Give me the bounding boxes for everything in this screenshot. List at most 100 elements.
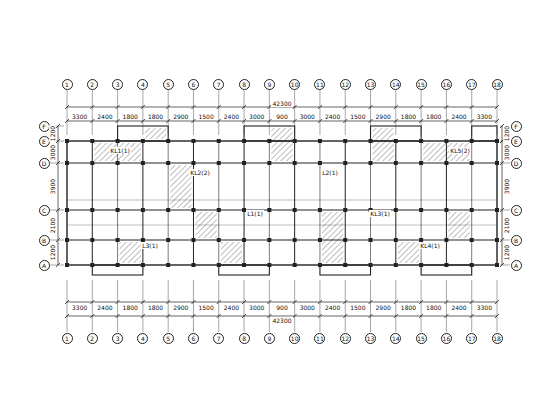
column: [470, 161, 474, 165]
column: [419, 263, 423, 267]
plan-line: [394, 300, 398, 304]
plan-line: [193, 90, 194, 135]
dimension-text: 1800: [425, 113, 442, 120]
plan-line: [142, 90, 143, 135]
axis-number: 1: [65, 81, 69, 88]
axis-bubble: 16: [441, 79, 452, 90]
plan-line: [394, 105, 398, 109]
plan-line: [318, 119, 322, 123]
plan-line: [141, 105, 145, 109]
column: [65, 263, 69, 267]
axis-bubble: 18: [492, 79, 503, 90]
plan-line: [369, 119, 373, 123]
axis-bubble: A: [511, 260, 522, 271]
column: [65, 161, 69, 165]
column: [90, 139, 94, 143]
plan-line: [50, 265, 64, 266]
column: [419, 139, 423, 143]
column: [470, 208, 474, 212]
dimension-text: 3300: [476, 113, 493, 120]
plan-line: [56, 263, 60, 267]
plan-line: [369, 105, 373, 109]
axis-bubble: 14: [390, 333, 401, 344]
column: [90, 208, 94, 212]
axis-bubble: 2: [87, 333, 98, 344]
plan-line: [166, 119, 170, 123]
column: [90, 161, 94, 165]
axis-number: 14: [392, 81, 400, 88]
column: [267, 139, 271, 143]
plan-line: [318, 105, 322, 109]
plan-line: [242, 119, 246, 123]
dimension-text: 1200: [504, 244, 511, 261]
dimension-text: 3900: [50, 178, 57, 195]
axis-number: 10: [291, 335, 299, 342]
dimension-text: 2400: [450, 304, 467, 311]
axis-bubble: D: [511, 158, 522, 169]
plan-line: [495, 119, 499, 123]
axis-number: 17: [468, 81, 476, 88]
plan-line: [369, 300, 373, 304]
column: [141, 208, 145, 212]
axis-bubble: B: [39, 235, 50, 246]
plan-line: [419, 119, 423, 123]
plan-line: [470, 314, 474, 318]
column: [65, 139, 69, 143]
dimension-text: 3000: [248, 304, 265, 311]
plan-line: [471, 280, 472, 332]
plan-line: [446, 280, 447, 332]
plan-line: [67, 163, 497, 164]
column: [470, 139, 474, 143]
plan-line: [242, 105, 246, 109]
axis-bubble: 10: [289, 79, 300, 90]
outer-wall: [67, 141, 497, 265]
column: [141, 161, 145, 165]
column: [242, 139, 246, 143]
plan-line: [67, 90, 68, 135]
plan-line: [191, 105, 195, 109]
axis-bubble: 11: [314, 79, 325, 90]
plan-line: [90, 300, 94, 304]
plan-line: [345, 141, 346, 265]
axis-number: 11: [316, 81, 324, 88]
axis-number: E: [42, 138, 46, 145]
beam-tag: L2(1): [321, 169, 339, 176]
plan-line: [500, 238, 504, 242]
axis-number: 17: [468, 335, 476, 342]
plan-line: [67, 107, 497, 108]
axis-bubble: F: [39, 121, 50, 132]
axis-number: 10: [291, 81, 299, 88]
plan-line: [369, 314, 373, 318]
axis-bubble: 11: [314, 333, 325, 344]
dimension-text: 1800: [400, 113, 417, 120]
plan-line: [370, 141, 371, 265]
axis-number: 16: [443, 81, 451, 88]
plan-line: [500, 263, 504, 267]
dimension-text: 900: [275, 304, 288, 311]
axis-bubble: 3: [112, 333, 123, 344]
plan-line: [218, 141, 219, 265]
column: [141, 263, 145, 267]
plan-line: [117, 141, 118, 265]
dimension-text: 1500: [349, 304, 366, 311]
dimension-text: 2100: [50, 216, 57, 233]
plan-line: [343, 314, 347, 318]
plan-line: [193, 141, 194, 265]
axis-bubble: A: [39, 260, 50, 271]
column: [267, 161, 271, 165]
plan-line: [67, 302, 497, 303]
stair-wall: [472, 126, 497, 141]
axis-bubble: 12: [340, 79, 351, 90]
plan-line: [141, 300, 145, 304]
plan-line: [495, 300, 499, 304]
axis-bubble: 15: [416, 333, 427, 344]
column: [394, 139, 398, 143]
column: [444, 208, 448, 212]
column: [444, 161, 448, 165]
dimension-text: 2900: [172, 113, 189, 120]
plan-line: [444, 314, 448, 318]
axis-bubble: 6: [188, 79, 199, 90]
column: [166, 161, 170, 165]
plan-line: [294, 280, 295, 332]
dimension-text: 2400: [223, 113, 240, 120]
